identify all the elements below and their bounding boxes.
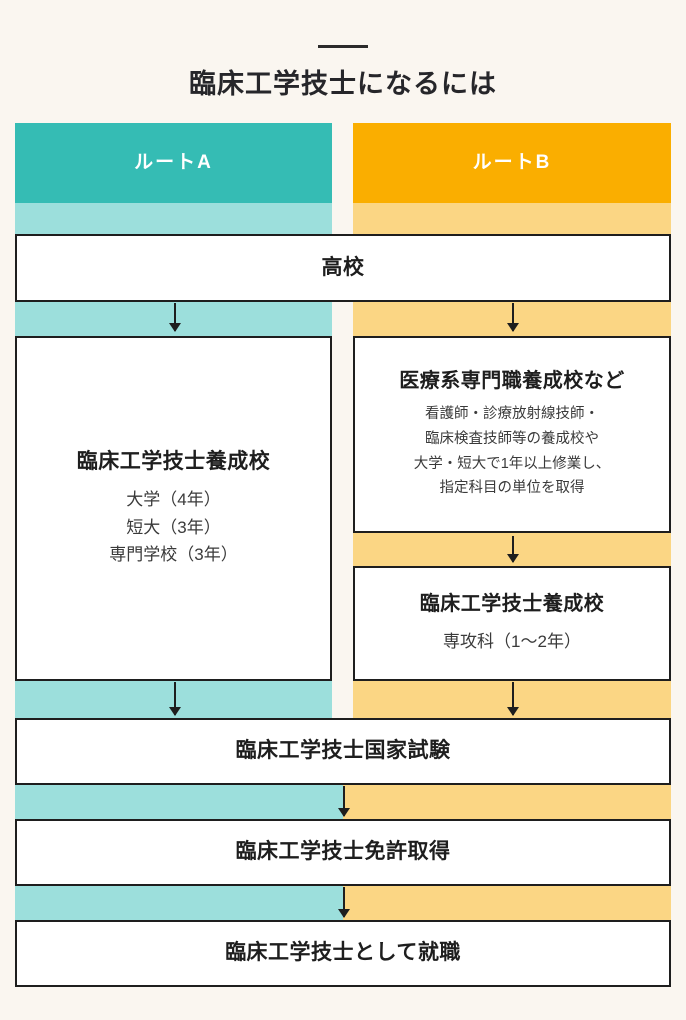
arrow-route-a-to-exam (169, 682, 181, 716)
route-a-header-band (15, 123, 332, 203)
step-employment-title: 臨床工学技士として就職 (225, 941, 461, 965)
route-b-band-6 (343, 884, 671, 921)
route-a-band-4 (15, 783, 343, 820)
page-title: 臨床工学技士になるには (189, 69, 497, 99)
arrow-highschool-to-route-a (169, 303, 181, 332)
route-b-label: ルートB (472, 152, 552, 173)
route-b-school-line: 看護師・診療放射線技師・ (424, 405, 599, 422)
route-b-training-line: 専攻科（1〜2年） (443, 632, 581, 652)
arrow-license-to-employment (338, 887, 350, 918)
route-b-header-band (353, 123, 671, 203)
arrow-highschool-to-route-b (507, 303, 519, 332)
step-route-a-school-lines: 大学（4年） 短大（3年） 専門学校（3年） (109, 486, 237, 569)
route-a-label: ルートA (134, 152, 213, 173)
step-route-b-training-title: 臨床工学技士養成校 (419, 593, 605, 616)
step-license-box: 臨床工学技士免許取得 (15, 819, 671, 886)
route-a-school-line: 短大（3年） (126, 517, 221, 537)
step-route-b-training-lines: 専攻科（1〜2年） (443, 628, 581, 656)
step-route-a-school-title: 臨床工学技士養成校 (76, 450, 271, 474)
title-divider-rule (318, 45, 368, 48)
route-b-school-line: 臨床検査技師等の養成校や (424, 430, 599, 447)
step-employment-box: 臨床工学技士として就職 (15, 920, 671, 987)
step-exam-title: 臨床工学技士国家試験 (235, 739, 451, 763)
route-a-band-5 (15, 884, 343, 921)
step-license-title: 臨床工学技士免許取得 (235, 840, 451, 864)
step-exam-box: 臨床工学技士国家試験 (15, 718, 671, 785)
route-a-school-line: 専門学校（3年） (109, 545, 238, 565)
route-a-band-1 (15, 203, 332, 236)
step-route-b-training-box: 臨床工学技士養成校 専攻科（1〜2年） (353, 566, 671, 681)
step-route-b-school-lines: 看護師・診療放射線技師・ 臨床検査技師等の養成校や 大学・短大で1年以上修業し、… (414, 402, 611, 502)
step-route-b-school-title: 医療系専門職養成校など (399, 369, 625, 392)
route-a-school-line: 大学（4年） (126, 490, 221, 510)
step-route-a-school-box: 臨床工学技士養成校 大学（4年） 短大（3年） 専門学校（3年） (15, 336, 332, 681)
route-b-school-line: 大学・短大で1年以上修業し、 (413, 455, 611, 472)
arrow-route-b-school-to-training (507, 536, 519, 563)
route-b-band-5 (343, 783, 671, 820)
arrow-exam-to-license (338, 786, 350, 817)
step-highschool-title: 高校 (321, 255, 365, 279)
step-highschool-box: 高校 (15, 234, 671, 302)
route-b-school-line: 指定科目の単位を取得 (439, 480, 585, 497)
arrow-route-b-to-exam (507, 682, 519, 716)
step-route-b-school-box: 医療系専門職養成校など 看護師・診療放射線技師・ 臨床検査技師等の養成校や 大学… (353, 336, 671, 533)
route-b-band-1 (353, 203, 671, 236)
